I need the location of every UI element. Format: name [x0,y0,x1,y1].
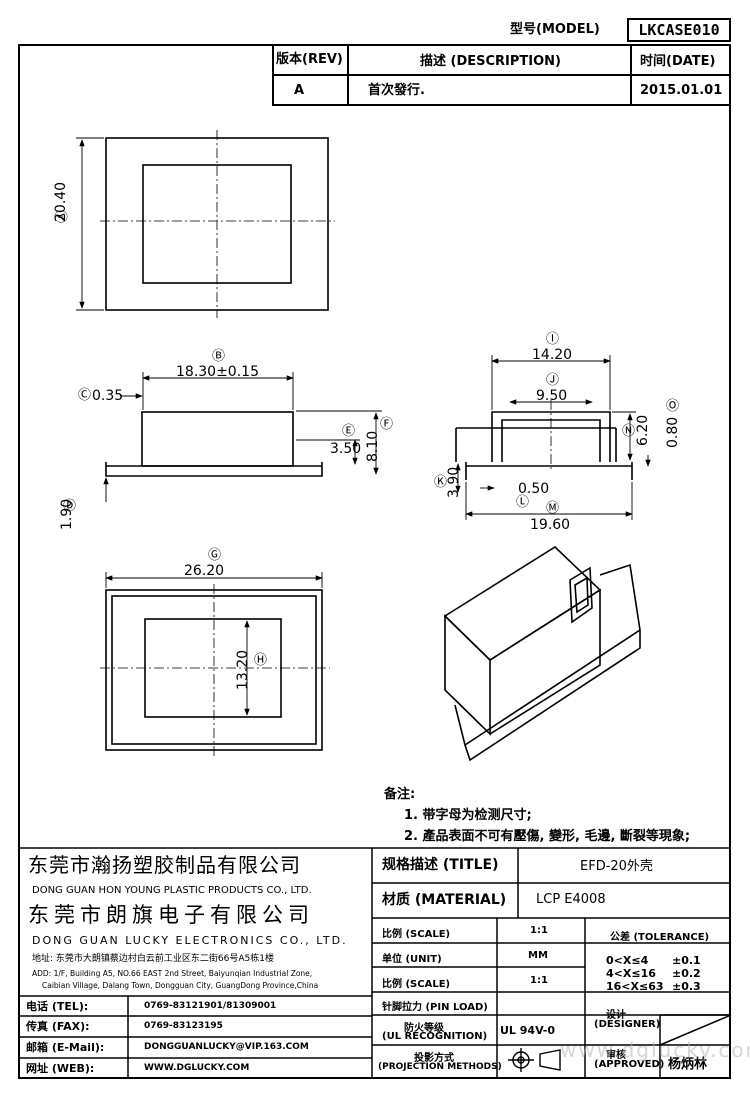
company-en1: DONG GUAN HON YOUNG PLASTIC PRODUCTS CO.… [32,885,312,896]
unit-value: MM [528,950,548,961]
iso-window [569,566,593,624]
fax-value: 0769-83123195 [144,1021,223,1031]
front-view-base [105,462,323,477]
tol3-value: ±0.3 [672,980,701,993]
tol3-range: 16<X≤63 [606,980,664,993]
dim-I-value: 14.20 [532,347,573,363]
designer-label2: (DESIGNER) [594,1019,661,1030]
material-label: 材质 (MATERIAL) [382,892,507,908]
date-header: 时间(DATE) [640,54,716,69]
dim-C-tag: Ⓒ [78,388,92,403]
fire-label: 防火等级 [404,1023,444,1034]
dim-J-tag: Ⓙ [546,373,560,388]
fire-value: UL 94V-0 [500,1024,556,1037]
tol1-value: ±0.1 [672,954,701,967]
dim-H-value: 13.20 [235,649,251,690]
notes-line1: 1. 带字母为检测尺寸; [404,808,532,823]
iso-base [454,563,641,762]
company-addr-en2: Caibian Village, Dalang Town, Dongguan C… [42,981,319,990]
iso-front [444,614,491,736]
rev-value: A [294,83,305,98]
web-value[interactable]: WWW.DGLUCKY.COM [144,1063,250,1073]
company-addr-cn: 地址: 东莞市大朗镇蔡边村白云前工业区东二街66号A5栋1楼 [32,954,274,964]
desc-value: 首次發行. [368,83,425,98]
dim-F-value: 8.10 [365,430,381,462]
mail-label: 邮箱 (E-Mail): [26,1041,105,1054]
side-view-body [455,427,617,462]
mail-value[interactable]: DONGGUANLUCKY@VIP.163.COM [144,1042,309,1052]
tel-value: 0769-83121901/81309001 [144,1001,277,1011]
designer-label: 设计 [606,1010,626,1021]
company-en2: DONG GUAN LUCKY ELECTRONICS CO., LTD. [32,934,348,947]
dim-C-value: 0.35 [92,388,124,404]
rev-divider [272,74,731,76]
dim-G-tag: Ⓖ [208,548,222,563]
dim-L-value: 0.50 [518,481,550,497]
notes-heading: 备注: [384,787,416,802]
proj-label: 投影方式 [414,1053,454,1064]
fire-label2: (UL RECOGNITION) [382,1031,488,1042]
dim-E-tag: Ⓔ [342,424,356,439]
material-value: LCP E4008 [536,892,606,907]
dim-J-value: 9.50 [536,388,568,404]
bottom-view-frame [111,595,317,745]
dim-O-value: 0.80 [665,416,681,448]
model-label: 型号(MODEL) [510,22,600,37]
approved-label: 审核 [606,1050,626,1061]
dim-N-value: 6.20 [635,414,651,446]
dim-E-value: 3.50 [330,441,362,457]
tel-label: 电话 (TEL): [26,1000,89,1013]
scale2-value: 1:1 [530,975,548,986]
dim-D-tag: Ⓓ [63,499,77,514]
dim-B-value: 18.30±0.15 [176,364,259,380]
unit-label: 单位 (UNIT) [382,954,442,965]
tol-label: 公差 (TOLERANCE) [610,932,710,943]
company-addr-en1: ADD: 1/F, Building A5, NO.66 EAST 2nd St… [32,969,313,978]
scale-label: 比例 (SCALE) [382,929,451,940]
dim-N-tag: Ⓝ [622,424,636,439]
dim-H-tag: Ⓗ [254,653,268,668]
dim-M-value: 19.60 [530,517,571,533]
approved-value: 杨炳林 [668,1057,708,1072]
tol1-range: 0<X≤4 [606,954,649,967]
model-value: LKCASE010 [627,18,731,42]
approved-label2: (APPROVED) [594,1059,665,1070]
dim-A-value: 20.40 [53,181,69,222]
date-value: 2015.01.01 [640,83,723,98]
tol2-range: 4<X≤16 [606,967,656,980]
dim-I-tag: Ⓘ [546,332,560,347]
company-cn2: 东莞市朗旗电子有限公司 [28,903,314,927]
dim-O-tag: Ⓞ [666,399,680,414]
iso-side [489,588,601,735]
company-cn1: 东莞市瀚扬塑胶制品有限公司 [28,853,301,877]
desc-header: 描述 (DESCRIPTION) [420,54,561,69]
title-label: 规格描述 (TITLE) [382,857,499,873]
front-view-body [141,411,294,467]
dim-K-value: 3.90 [446,466,462,498]
dim-G-value: 26.20 [184,563,225,579]
title-value: EFD-20外壳 [580,859,653,874]
scale-value: 1:1 [530,925,548,936]
rev-col1 [347,44,349,106]
side-view-base [465,462,633,480]
dim-B-tag: Ⓑ [212,349,226,364]
dim-D-value: 1.90 [59,498,75,530]
web-label: 网址 (WEB): [26,1062,95,1075]
watermark: www.dglucky.com [560,1038,750,1062]
notes-line2: 2. 產品表面不可有壓傷, 變形, 毛邊, 斷裂等現象; [404,829,691,844]
drawing-frame [18,44,731,1079]
proj-label2: (PROJECTION METHODS) [378,1062,502,1072]
dim-K-tag: Ⓚ [434,475,448,490]
scale2-label: 比例 (SCALE) [382,979,451,990]
dim-F-tag: Ⓕ [380,417,394,432]
fax-label: 传真 (FAX): [26,1020,90,1033]
rev-col2 [630,44,632,106]
tol2-value: ±0.2 [672,967,701,980]
pin-label: 针脚拉力 (PIN LOAD) [382,1002,488,1013]
projection-symbol [508,1048,561,1072]
rev-header: 版本(REV) [276,52,343,67]
dim-L-tag: Ⓛ [516,495,530,510]
dim-M-tag: Ⓜ [546,501,560,516]
